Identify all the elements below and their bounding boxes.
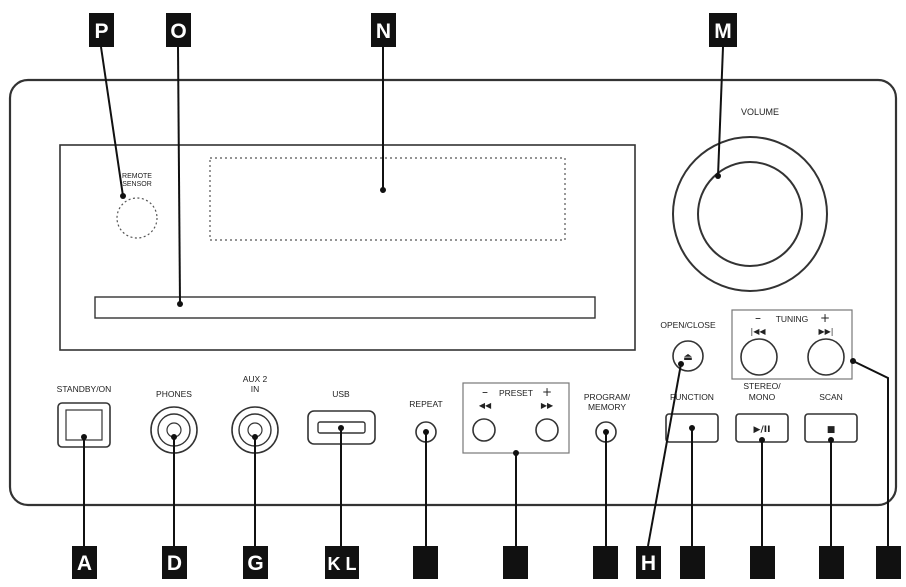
callout-a: A xyxy=(72,546,97,579)
callout-p: P xyxy=(89,13,114,47)
leader-dot-preset xyxy=(513,450,519,456)
open-close-label: OPEN/CLOSE xyxy=(660,320,716,330)
callout-preset xyxy=(503,546,528,579)
svg-text:N: N xyxy=(376,20,391,43)
svg-text:H: H xyxy=(641,552,656,575)
volume-label: VOLUME xyxy=(741,107,779,117)
tuning-plus-sign: + xyxy=(820,311,830,325)
leader-dot-g xyxy=(252,434,258,440)
leader-dot-function xyxy=(689,425,695,431)
usb-label: USB xyxy=(332,389,350,399)
program-memory-label-line2: MEMORY xyxy=(588,402,626,412)
callout-n: N xyxy=(371,13,396,47)
callout-tuning xyxy=(876,546,901,579)
leader-dot-d xyxy=(171,434,177,440)
leader-dot-repeat xyxy=(423,429,429,435)
aux2-label-line2: IN xyxy=(251,384,260,394)
leader-line-o xyxy=(177,46,181,305)
display-window xyxy=(59,144,636,351)
eject-icon: ⏏ xyxy=(683,352,692,363)
callout-program xyxy=(593,546,618,579)
aux2-label-line1: AUX 2 xyxy=(243,374,268,384)
stop-icon: ■ xyxy=(827,425,836,435)
svg-text:K L: K L xyxy=(328,554,357,574)
leader-dot-tuning xyxy=(850,358,856,364)
leader-line-m xyxy=(717,46,724,177)
scan-label: SCAN xyxy=(819,392,843,402)
svg-text:P: P xyxy=(94,20,108,43)
remote-sensor-label-line1: REMOTE xyxy=(122,173,152,180)
repeat-label: REPEAT xyxy=(409,399,442,409)
tuning-label: TUNING xyxy=(776,314,809,324)
callout-stop xyxy=(819,546,844,579)
preset-label: PRESET xyxy=(499,388,533,398)
tuning-down-button[interactable] xyxy=(740,338,778,376)
leader-dot-stop xyxy=(828,437,834,443)
phones-label: PHONES xyxy=(156,389,192,399)
leader-dot-p xyxy=(120,193,126,199)
tuning-minus-sign: – xyxy=(755,311,761,325)
tuning-group-frame xyxy=(731,309,853,380)
preset-plus-sign: + xyxy=(542,385,552,399)
stereo-mono-label-line1: STEREO/ xyxy=(743,381,781,391)
callout-d: D xyxy=(162,546,187,579)
skip-back-icon: |◀◀ xyxy=(751,327,767,336)
leader-line-tuning xyxy=(852,360,889,546)
tuning-up-button[interactable] xyxy=(807,338,845,376)
callout-g: G xyxy=(243,546,268,579)
program-memory-label-line1: PROGRAM/ xyxy=(584,392,631,402)
play-pause-icon: ▶/II xyxy=(754,425,771,435)
callout-play xyxy=(750,546,775,579)
skip-forward-icon: ▶▶| xyxy=(819,327,834,336)
callout-repeat xyxy=(413,546,438,579)
callout-o: O xyxy=(166,13,191,47)
svg-text:G: G xyxy=(247,552,263,575)
leader-dot-kl xyxy=(338,425,344,431)
remote-sensor-label-line2: SENSOR xyxy=(122,181,152,188)
leader-dot-n xyxy=(380,187,386,193)
callout-m: M xyxy=(709,13,737,47)
svg-text:M: M xyxy=(714,20,732,43)
leader-dot-play xyxy=(759,437,765,443)
leader-line-p xyxy=(100,46,124,197)
callout-kl: K L xyxy=(325,546,359,579)
rewind-icon: ◀◀ xyxy=(479,401,492,410)
preset-minus-sign: – xyxy=(482,385,488,399)
preset-down-button[interactable] xyxy=(472,418,496,442)
leader-dot-h xyxy=(678,361,684,367)
remote-sensor xyxy=(116,197,158,239)
disc-slot xyxy=(94,296,596,319)
fast-forward-icon: ▶▶ xyxy=(541,401,554,410)
leader-dot-m xyxy=(715,173,721,179)
svg-text:D: D xyxy=(167,552,182,575)
stereo-mono-label-line2: MONO xyxy=(749,392,776,402)
preset-up-button[interactable] xyxy=(535,418,559,442)
callout-h: H xyxy=(636,546,661,579)
callout-function xyxy=(680,546,705,579)
standby-on-label: STANDBY/ON xyxy=(57,384,112,394)
volume-knob-inner[interactable] xyxy=(697,161,803,267)
leader-line-h xyxy=(647,363,682,547)
leader-dot-a xyxy=(81,434,87,440)
svg-text:O: O xyxy=(170,20,186,43)
leader-dot-o xyxy=(177,301,183,307)
display-area xyxy=(209,157,566,241)
function-label: FUNCTION xyxy=(670,392,714,402)
svg-text:A: A xyxy=(77,552,92,575)
leader-dot-program xyxy=(603,429,609,435)
